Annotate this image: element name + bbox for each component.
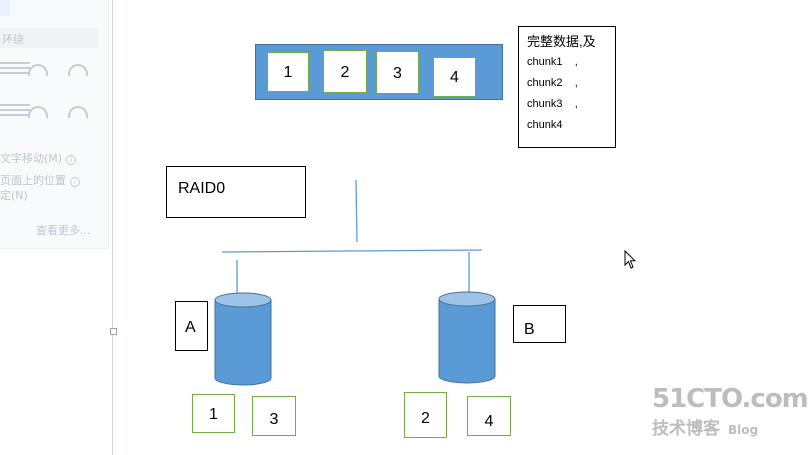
watermark-sub: 技术博客 — [652, 419, 720, 439]
note-row: chunk3 , — [527, 98, 578, 110]
option-fix-position[interactable]: 页面上的位置 i — [0, 172, 80, 188]
disk-b-cylinder — [438, 291, 496, 384]
wrap-behind-icon[interactable] — [0, 104, 30, 124]
wrap-inline-icon[interactable] — [0, 62, 30, 82]
mouse-cursor-icon — [624, 249, 637, 269]
info-icon: i — [70, 177, 80, 187]
disk-b-chunk-4: 4 — [467, 396, 511, 436]
option-move-label: 文字移动(M) — [0, 152, 63, 165]
data-block-3: 3 — [376, 51, 419, 94]
data-block-1: 1 — [267, 52, 309, 92]
option-fix-label: 页面上的位置 — [0, 174, 66, 187]
complete-data-bar: 1 2 3 4 — [255, 44, 503, 100]
wrap-tight-icon[interactable] — [60, 62, 90, 82]
data-block-2: 2 — [323, 50, 367, 93]
bus-line — [221, 249, 483, 253]
page-edge — [112, 0, 113, 455]
option-fix-label-2: 定(N) — [0, 189, 28, 202]
disk-b-label: B — [513, 305, 566, 343]
option-fix-position-line2: 定(N) — [0, 187, 28, 203]
wrap-through-icon[interactable] — [60, 104, 90, 124]
raid-label-box: RAID0 — [166, 166, 306, 218]
note-row: chunk2 , — [527, 77, 578, 89]
panel-section-title: 环绕 — [2, 33, 24, 46]
watermark-main: 51CTO.com — [652, 384, 808, 414]
wrap-front-icon[interactable] — [20, 104, 50, 124]
disk-a-label: A — [175, 301, 208, 351]
disk-a-chunk-3: 3 — [252, 396, 296, 436]
option-move-with-text[interactable]: 文字移动(M)i — [0, 150, 77, 166]
see-more-link[interactable]: 查看更多... — [36, 224, 91, 237]
note-row: chunk4 — [527, 119, 563, 131]
disk-a-cylinder — [214, 292, 272, 386]
note-row: chunk1 , — [527, 56, 578, 68]
panel-tab[interactable] — [0, 0, 10, 16]
info-icon: i — [66, 155, 77, 165]
chunk-note: 完整数据,及 chunk1 , chunk2 , chunk3 , chunk4 — [518, 26, 616, 148]
connector-lines — [214, 179, 496, 386]
disk-b-chunk-2: 2 — [404, 392, 447, 438]
wrap-square-icon[interactable] — [20, 62, 50, 82]
note-title: 完整数据,及 — [527, 34, 596, 49]
panel-section-header: 环绕 — [0, 28, 98, 48]
disk-a-chunk-1: 1 — [192, 394, 235, 433]
watermark-blog: Blog — [728, 423, 759, 437]
raid-stem-line — [355, 179, 358, 243]
watermark-logo: 51CTO.com 技术博客 Blog — [652, 384, 808, 444]
data-block-4: 4 — [433, 57, 476, 97]
resize-handle[interactable] — [110, 328, 117, 335]
